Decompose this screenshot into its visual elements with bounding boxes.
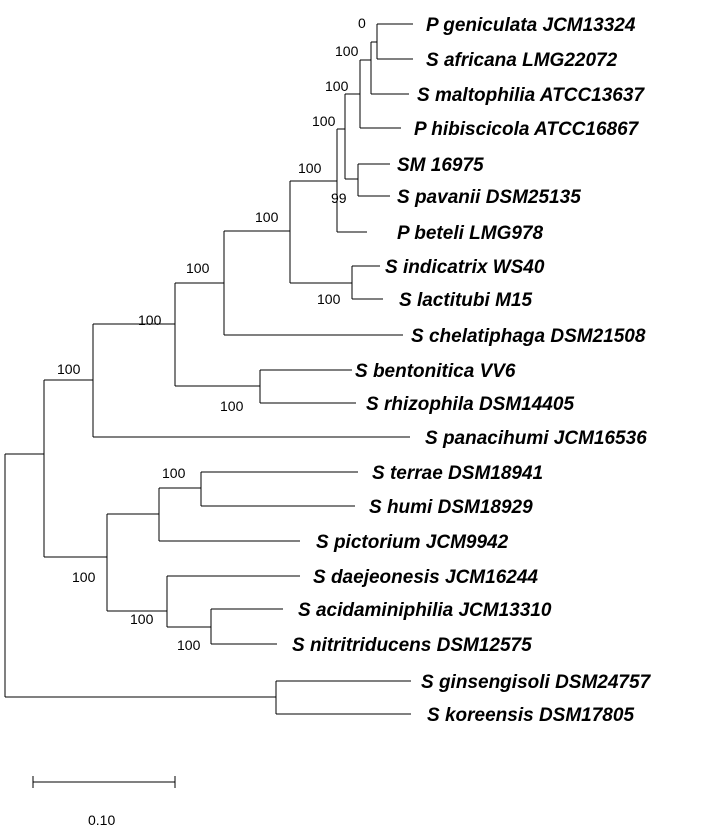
taxon-label: S pictorium JCM9942: [316, 532, 509, 553]
taxon-label: S chelatiphaga DSM21508: [411, 326, 646, 347]
taxon-label: S indicatrix WS40: [385, 257, 545, 278]
taxon-label: S rhizophila DSM14405: [366, 394, 574, 415]
bootstrap-value: 100: [335, 43, 359, 59]
branch-node-360: [359, 59, 401, 129]
branch-node-337: [336, 128, 367, 233]
taxon-label: S acidaminiphilia JCM13310: [298, 600, 552, 621]
bootstrap-value: 99: [331, 190, 347, 206]
branch-node-260: [259, 369, 356, 404]
taxon-labels: P geniculata JCM13324 S africana LMG2207…: [292, 15, 652, 726]
branch-node-201: [200, 471, 358, 507]
branch-node-224: [223, 230, 403, 336]
bootstrap-value: 100: [57, 361, 81, 377]
taxon-label: S pavanii DSM25135: [397, 187, 581, 208]
bootstrap-value: 100: [255, 209, 279, 225]
branch-node-107: [106, 513, 167, 612]
branch-node-93: [92, 323, 410, 438]
bootstrap-value: 100: [325, 78, 349, 94]
taxon-label: S lactitubi M15: [399, 290, 532, 311]
taxon-label: SM 16975: [397, 155, 484, 176]
bootstrap-value: 100: [317, 291, 341, 307]
taxon-label: S nitritriducens DSM12575: [292, 635, 532, 656]
taxon-label: S bentonitica VV6: [355, 361, 516, 382]
bootstrap-value: 100: [186, 260, 210, 276]
taxon-label: P beteli LMG978: [397, 223, 543, 244]
scale-bar-line: [32, 776, 176, 788]
bootstrap-value: 100: [162, 465, 186, 481]
branch-node-175: [174, 282, 260, 387]
bootstrap-values: 0 100 100 100 99 100 100 100 100 100 100…: [57, 15, 366, 653]
branch-node-371: [370, 41, 409, 95]
taxon-label: S maltophilia ATCC13637: [417, 85, 645, 106]
bootstrap-value: 100: [72, 569, 96, 585]
branch-root: [4, 453, 276, 698]
branch-node-167: [166, 575, 300, 628]
bootstrap-value: 0: [358, 15, 366, 31]
bootstrap-value: 100: [130, 611, 154, 627]
branch-node-276: [275, 680, 411, 715]
bootstrap-value: 100: [177, 637, 201, 653]
bootstrap-value: 100: [138, 312, 162, 328]
branch-node-377: [376, 23, 413, 60]
taxon-label: P hibiscicola ATCC16867: [414, 119, 640, 140]
taxon-label: S terrae DSM18941: [372, 463, 543, 484]
bootstrap-value: 100: [312, 113, 336, 129]
taxon-label: S panacihumi JCM16536: [425, 428, 647, 449]
branch-node-211: [210, 608, 283, 645]
branch-node-290: [289, 180, 352, 284]
scale-bar-label: 0.10: [88, 812, 115, 828]
branch-node-345: [344, 93, 360, 180]
taxon-label: S koreensis DSM17805: [427, 705, 634, 726]
branch-node-358: [357, 163, 390, 197]
taxon-label: S ginsengisoli DSM24757: [421, 672, 652, 693]
branch-node-159: [158, 487, 300, 542]
taxon-label: S daejeonesis JCM16244: [313, 567, 538, 588]
bootstrap-value: 100: [220, 398, 244, 414]
scale-bar: 0.10: [32, 776, 176, 828]
branch-upper-clade: [43, 379, 107, 558]
tree-branches: [4, 23, 413, 715]
taxon-label: S humi DSM18929: [369, 497, 533, 518]
taxon-label: S africana LMG22072: [426, 50, 618, 71]
bootstrap-value: 100: [298, 160, 322, 176]
branch-node-352: [351, 265, 383, 300]
taxon-label: P geniculata JCM13324: [426, 15, 636, 36]
